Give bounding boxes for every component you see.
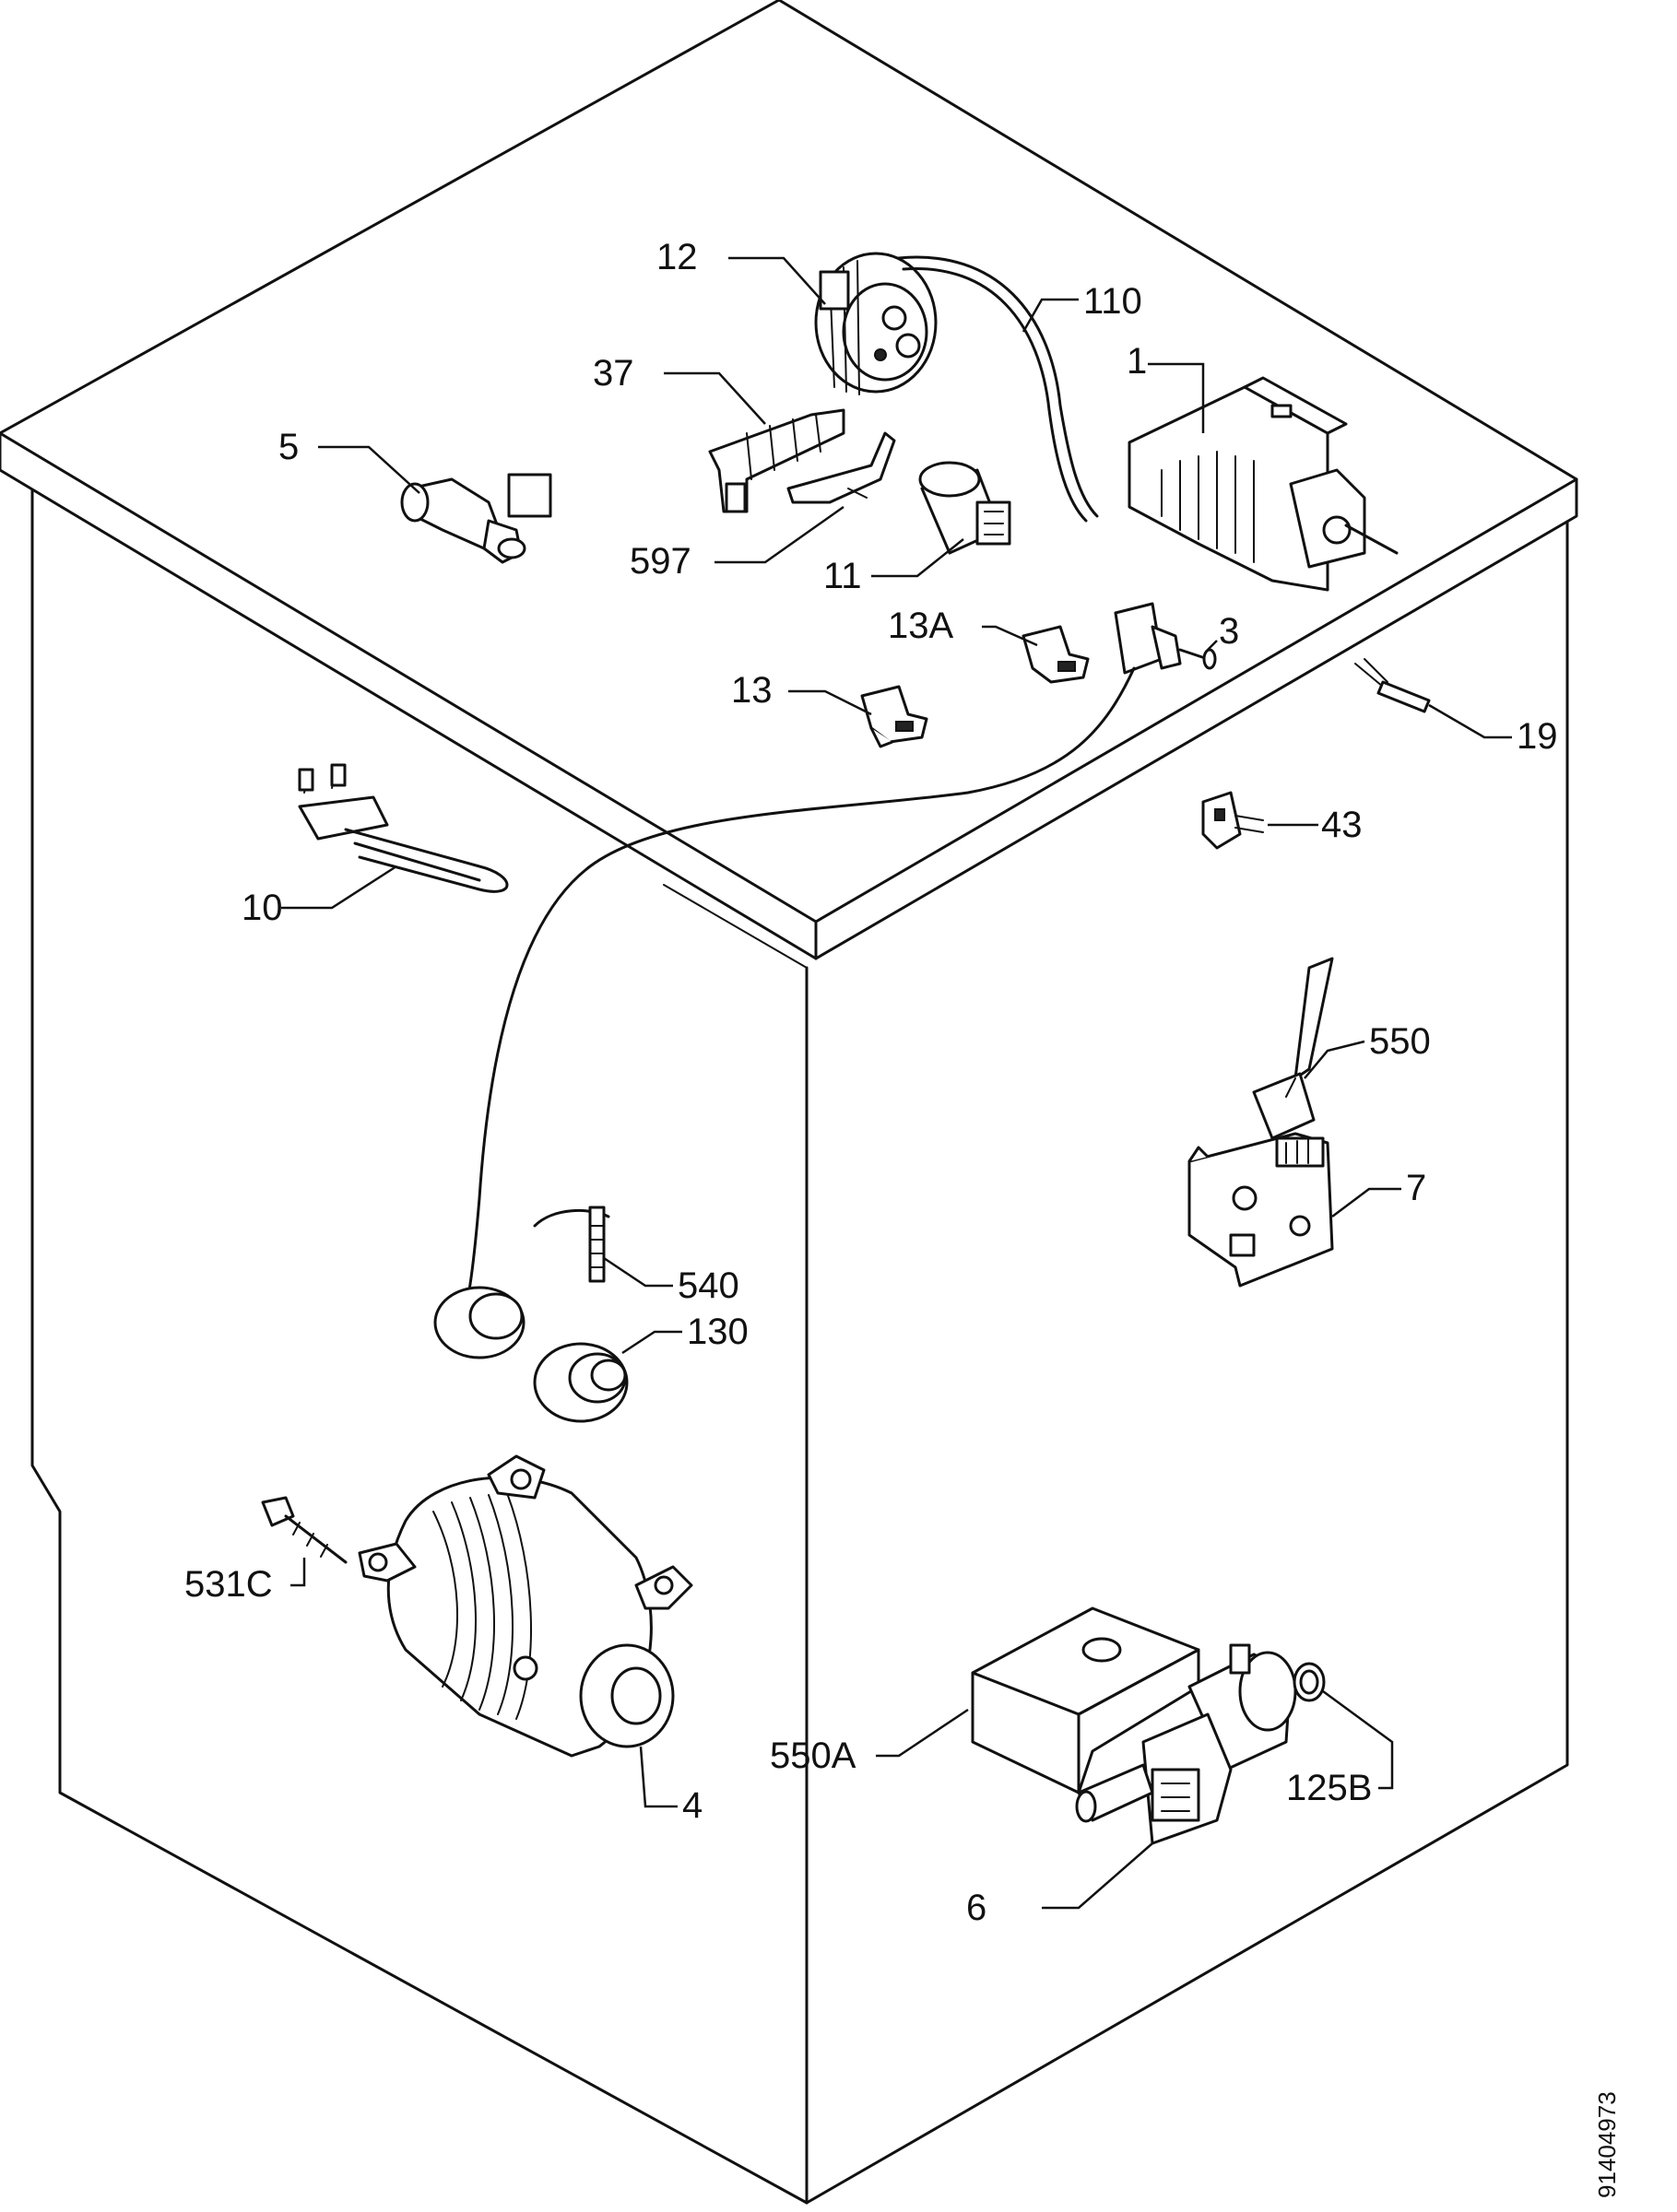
label-125b: 125B xyxy=(1286,1768,1372,1808)
label-550a: 550A xyxy=(770,1735,856,1776)
cabinet-outline xyxy=(0,0,1578,2205)
part-10-heater xyxy=(298,763,509,893)
label-4: 4 xyxy=(682,1785,703,1826)
label-110: 110 xyxy=(1083,281,1142,322)
part-597-clip xyxy=(786,431,896,504)
part-3-switch xyxy=(1114,602,1217,675)
part-110-hose xyxy=(897,255,1099,523)
grommet-on-cable xyxy=(433,1286,526,1359)
cable-to-motor xyxy=(464,666,1136,1311)
drawing-number: 91404973 xyxy=(1593,2091,1621,2198)
label-10: 10 xyxy=(242,888,283,928)
label-13: 13 xyxy=(731,670,773,711)
part-37-terminal-block xyxy=(708,408,845,513)
part-13a-connector xyxy=(1022,625,1090,684)
label-19: 19 xyxy=(1517,716,1558,757)
label-37: 37 xyxy=(593,353,634,394)
part-5-valve xyxy=(400,473,552,564)
part-12-pressure-switch xyxy=(814,252,938,395)
label-540: 540 xyxy=(678,1265,739,1306)
part-19-sensor xyxy=(1354,658,1431,713)
label-13a: 13A xyxy=(888,606,953,646)
label-7: 7 xyxy=(1406,1168,1426,1208)
label-43: 43 xyxy=(1321,805,1363,845)
part-11-capacitor xyxy=(918,461,1011,555)
part-1-timer xyxy=(1128,376,1399,592)
part-531c-screw xyxy=(261,1496,348,1564)
label-597: 597 xyxy=(630,541,691,582)
part-550-lever xyxy=(1252,957,1334,1140)
part-labels: 12 110 1 37 5 597 11 13A 3 13 19 43 10 5… xyxy=(184,237,1558,1928)
label-3: 3 xyxy=(1219,611,1239,652)
label-11: 11 xyxy=(823,556,862,596)
part-130-grommet xyxy=(533,1342,629,1423)
part-125b-seal xyxy=(1293,1662,1326,1702)
label-12: 12 xyxy=(656,237,698,277)
label-130: 130 xyxy=(687,1312,749,1352)
part-43-terminal xyxy=(1201,791,1264,850)
label-550: 550 xyxy=(1369,1021,1431,1062)
label-531c: 531C xyxy=(184,1564,273,1605)
label-5: 5 xyxy=(278,427,299,467)
part-13-connector xyxy=(860,685,928,748)
part-550a-cover xyxy=(971,1606,1200,1794)
part-6-drain-pump xyxy=(1075,1643,1297,1845)
part-540-clip xyxy=(533,1206,610,1283)
label-1: 1 xyxy=(1127,341,1147,382)
part-4-motor xyxy=(358,1454,693,1758)
label-6: 6 xyxy=(966,1888,986,1928)
part-7-door-lock xyxy=(1187,1132,1334,1288)
leader-lines xyxy=(281,256,1512,1910)
